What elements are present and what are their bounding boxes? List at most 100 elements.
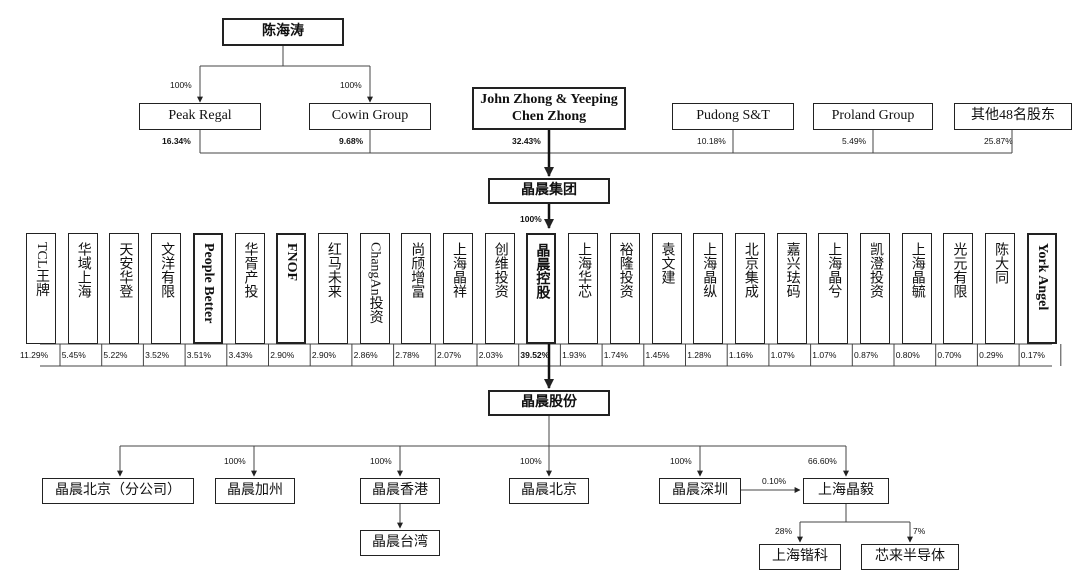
- shareholder-share: 1.45%: [645, 350, 670, 360]
- shareholder-box: 北京集成: [734, 233, 765, 344]
- shareholder-box: 光元有限: [943, 233, 974, 344]
- shareholder-box: York Angel: [1026, 233, 1057, 344]
- shareholder-box: 袁文建: [651, 233, 682, 344]
- sub-share-beijing: 100%: [520, 456, 542, 466]
- shareholder-box: FNOF: [276, 233, 307, 344]
- holder-proland-group: Proland Group: [813, 103, 933, 130]
- top-person-box: 陈海涛: [222, 18, 344, 46]
- shareholder-share: 3.43%: [228, 350, 253, 360]
- holder-share-proland: 5.49%: [842, 136, 867, 146]
- shareholder-name: 上海华芯: [576, 242, 592, 298]
- top-person-name: 陈海涛: [262, 23, 304, 39]
- sub-share-shenzhen: 100%: [670, 456, 692, 466]
- shareholder-name: 裕隆投资: [617, 242, 633, 298]
- shareholder-box: 上海晶兮: [818, 233, 849, 344]
- sub-shanghai-yi: 上海晶毅: [803, 478, 889, 504]
- shareholder-name: 文洋有限: [159, 242, 175, 298]
- shareholder-name: 尚颀增富: [409, 242, 425, 298]
- sub-share-hongkong: 100%: [370, 456, 392, 466]
- shareholder-box: 华胥产投: [234, 233, 265, 344]
- shareholder-share: 1.28%: [687, 350, 712, 360]
- holder-share-john: 32.43%: [512, 136, 541, 146]
- yi-sub-kaike: 上海锴科: [759, 544, 841, 570]
- yi-sub-share-kaike: 28%: [775, 526, 793, 536]
- shareholder-share: 1.74%: [603, 350, 628, 360]
- shareholder-box: 文洋有限: [151, 233, 182, 344]
- chen-to-cowin-share: 100%: [340, 80, 362, 90]
- holder-share-pudong: 10.18%: [697, 136, 726, 146]
- shareholder-name: 华胥产投: [242, 242, 258, 298]
- shenzhen-to-yi-share: 0.10%: [762, 476, 787, 486]
- shareholder-share: 0.70%: [937, 350, 962, 360]
- shareholder-box: ChangAn投资: [359, 233, 390, 344]
- shareholder-name: 上海晶祥: [451, 242, 466, 298]
- shareholder-name: 凯澄投资: [868, 242, 883, 298]
- shareholder-name: 天安华登: [117, 242, 133, 298]
- shareholder-box: People Better: [192, 233, 223, 344]
- holder-pudong-st: Pudong S&T: [672, 103, 794, 130]
- shareholder-box: 尚颀增富: [401, 233, 432, 344]
- holder-share-peak: 16.34%: [162, 136, 191, 146]
- shareholder-name: People Better: [200, 243, 216, 324]
- shareholder-share: 3.51%: [186, 350, 211, 360]
- shareholder-box: 红马未来: [317, 233, 348, 344]
- yi-sub-xinlai: 芯来半导体: [861, 544, 959, 570]
- shareholder-share: 0.87%: [854, 350, 879, 360]
- shareholder-share: 5.45%: [61, 350, 86, 360]
- shareholder-share: 2.86%: [353, 350, 378, 360]
- group-share: 100%: [520, 214, 542, 224]
- shareholder-name: 创维投资: [492, 242, 508, 298]
- shareholder-name: 陈大同: [993, 242, 1009, 284]
- shareholder-share: 11.29%: [20, 350, 49, 360]
- shareholder-share: 2.90%: [311, 350, 336, 360]
- shareholder-share: 1.07%: [812, 350, 837, 360]
- shareholder-name: 上海晶毓: [909, 242, 925, 298]
- shareholder-box: 华域上海: [67, 233, 98, 344]
- shareholder-box: 嘉兴珐码: [776, 233, 807, 344]
- sub-share-california: 100%: [224, 456, 246, 466]
- shareholder-box: 裕隆投资: [609, 233, 640, 344]
- sub-taiwan: 晶晨台湾: [360, 530, 440, 556]
- sub-share-shanghai-yi: 66.60%: [808, 456, 837, 466]
- holder-john-zhong: John Zhong & Yeeping Chen Zhong: [472, 87, 626, 130]
- shareholder-share: 2.78%: [395, 350, 420, 360]
- shareholder-name: 华域上海: [75, 242, 91, 298]
- shareholder-share: 0.17%: [1020, 350, 1045, 360]
- shareholder-name: 北京集成: [742, 242, 758, 298]
- shareholder-box: 上海华芯: [568, 233, 599, 344]
- shareholder-name: York Angel: [1034, 243, 1050, 311]
- shareholder-box: 上海晶祥: [443, 233, 473, 344]
- holder-peak-regal: Peak Regal: [139, 103, 261, 130]
- yi-sub-share-xinlai: 7%: [913, 526, 926, 536]
- sub-california: 晶晨加州: [215, 478, 295, 504]
- shareholder-box: 天安华登: [109, 233, 140, 344]
- shareholder-share: 3.52%: [145, 350, 170, 360]
- shareholder-name: TCL王牌: [34, 242, 49, 297]
- shareholder-share: 39.52%: [520, 350, 550, 360]
- shareholder-box: 上海晶纵: [693, 233, 724, 344]
- sub-beijing-branch: 晶晨北京（分公司）: [42, 478, 194, 504]
- shareholder-name: 红马未来: [325, 242, 341, 298]
- holder-others: 其他48名股东: [954, 103, 1072, 130]
- shareholder-name: FNOF: [284, 243, 300, 282]
- shareholder-share: 0.29%: [979, 350, 1004, 360]
- shareholder-box: 创维投资: [484, 233, 515, 344]
- shareholder-share: 0.80%: [895, 350, 920, 360]
- sub-beijing: 晶晨北京: [509, 478, 589, 504]
- shareholder-share: 2.07%: [437, 350, 462, 360]
- sub-shenzhen: 晶晨深圳: [659, 478, 741, 504]
- shareholder-name: 上海晶兮: [826, 242, 842, 298]
- shareholder-box: 陈大同: [985, 233, 1016, 344]
- holder-share-cowin: 9.68%: [339, 136, 364, 146]
- shareholder-name: 上海晶纵: [701, 242, 717, 298]
- shareholder-name: ChangAn投资: [367, 242, 383, 324]
- shareholder-share: 1.16%: [728, 350, 753, 360]
- sub-hongkong: 晶晨香港: [360, 478, 440, 504]
- shareholder-share: 2.90%: [270, 350, 295, 360]
- shareholder-box: TCL王牌: [26, 233, 56, 344]
- shareholder-name: 晶晨控股: [534, 243, 550, 299]
- group-box: 晶晨集团: [488, 178, 610, 204]
- shareholder-box: 凯澄投资: [860, 233, 890, 344]
- holder-cowin-group: Cowin Group: [309, 103, 431, 130]
